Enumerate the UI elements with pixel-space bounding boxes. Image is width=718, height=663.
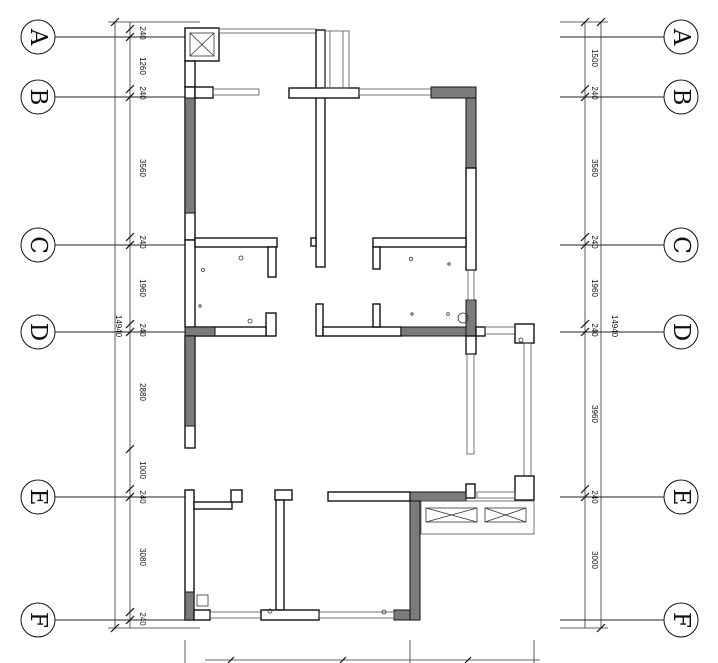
right-dimension-chain: 1500 240 3560 240 1960 240 3960 240 3000… — [560, 17, 619, 633]
axis-grid: A B C D E F A B — [20, 19, 699, 638]
axis-label: A — [668, 28, 694, 46]
axis-label: F — [668, 612, 694, 628]
window — [476, 491, 516, 499]
dimension-value: 240 — [590, 235, 599, 249]
dimension-value: 3000 — [590, 551, 599, 569]
axis-label: D — [25, 323, 51, 341]
concrete-wall — [400, 326, 467, 337]
window — [212, 88, 260, 96]
dimension-value: 3560 — [590, 159, 599, 177]
axis-label: E — [25, 489, 51, 506]
dimension-value: 1260 — [138, 57, 147, 75]
concrete-wall — [465, 299, 477, 337]
dimension-value: 240 — [138, 490, 147, 504]
axis-label: C — [668, 236, 694, 254]
axis-label: F — [25, 612, 51, 628]
axis-bubble-a-right: A — [663, 19, 699, 55]
concrete-wall — [184, 97, 196, 214]
window — [358, 88, 432, 96]
concrete-wall — [465, 97, 477, 169]
window — [466, 353, 475, 455]
axis-bubble-f-right: F — [663, 602, 699, 638]
concrete-wall — [430, 86, 477, 99]
concrete-wall — [184, 591, 195, 621]
window — [318, 611, 395, 619]
axis-bubble-f-left: F — [20, 602, 56, 638]
total-dimension-right: 14940 — [610, 315, 619, 338]
window — [523, 342, 532, 477]
axis-bubble-a-left: A — [20, 19, 56, 55]
window — [467, 269, 475, 301]
window — [209, 611, 262, 619]
dimension-value: 240 — [138, 235, 147, 249]
axis-bubble-e-left: E — [20, 479, 56, 515]
axis-bubble-e-right: E — [663, 479, 699, 515]
axis-label: E — [668, 489, 694, 506]
concrete-wall — [409, 491, 467, 502]
axis-bubble-b-right: B — [663, 79, 699, 115]
concrete-wall — [184, 335, 196, 427]
dimension-value: 240 — [590, 490, 599, 504]
axis-label: D — [668, 323, 694, 341]
dimension-value: 2880 — [138, 383, 147, 401]
axis-bubble-c-right: C — [663, 227, 699, 263]
axis-label: C — [25, 236, 51, 254]
window — [218, 28, 317, 34]
concrete-wall — [184, 326, 216, 337]
dimension-value: 1960 — [590, 279, 599, 297]
axis-label: B — [668, 89, 694, 106]
dimension-value: 240 — [138, 323, 147, 337]
balcony-rail — [324, 30, 350, 89]
axis-bubble-d-left: D — [20, 314, 56, 350]
concrete-wall — [393, 609, 411, 621]
walls — [184, 27, 535, 621]
axis-label: B — [25, 89, 51, 106]
axis-bubble-d-right: D — [663, 314, 699, 350]
dimension-value: 3560 — [138, 159, 147, 177]
dimension-value: 240 — [138, 612, 147, 626]
dimension-value: 240 — [590, 86, 599, 100]
dimension-value: 240 — [138, 86, 147, 100]
axis-bubble-c-left: C — [20, 227, 56, 263]
dimension-value: 3960 — [590, 405, 599, 423]
dimension-value: 1960 — [138, 279, 147, 297]
balcony-rail — [420, 500, 535, 535]
axis-bubble-b-left: B — [20, 79, 56, 115]
left-dimension-chain: 14940 240 1260 240 3560 240 1960 240 288… — [108, 17, 200, 633]
concrete-wall — [409, 500, 421, 621]
dimension-value: 1500 — [590, 49, 599, 67]
dimension-value: 3080 — [138, 548, 147, 566]
dimension-value: 240 — [138, 26, 147, 40]
window — [484, 326, 516, 335]
dimension-value: 1000 — [138, 461, 147, 479]
dimension-value: 240 — [590, 323, 599, 337]
bottom-dimension-ticks — [184, 640, 540, 663]
axis-label: A — [25, 28, 51, 46]
total-dimension-left: 14940 — [114, 315, 123, 338]
